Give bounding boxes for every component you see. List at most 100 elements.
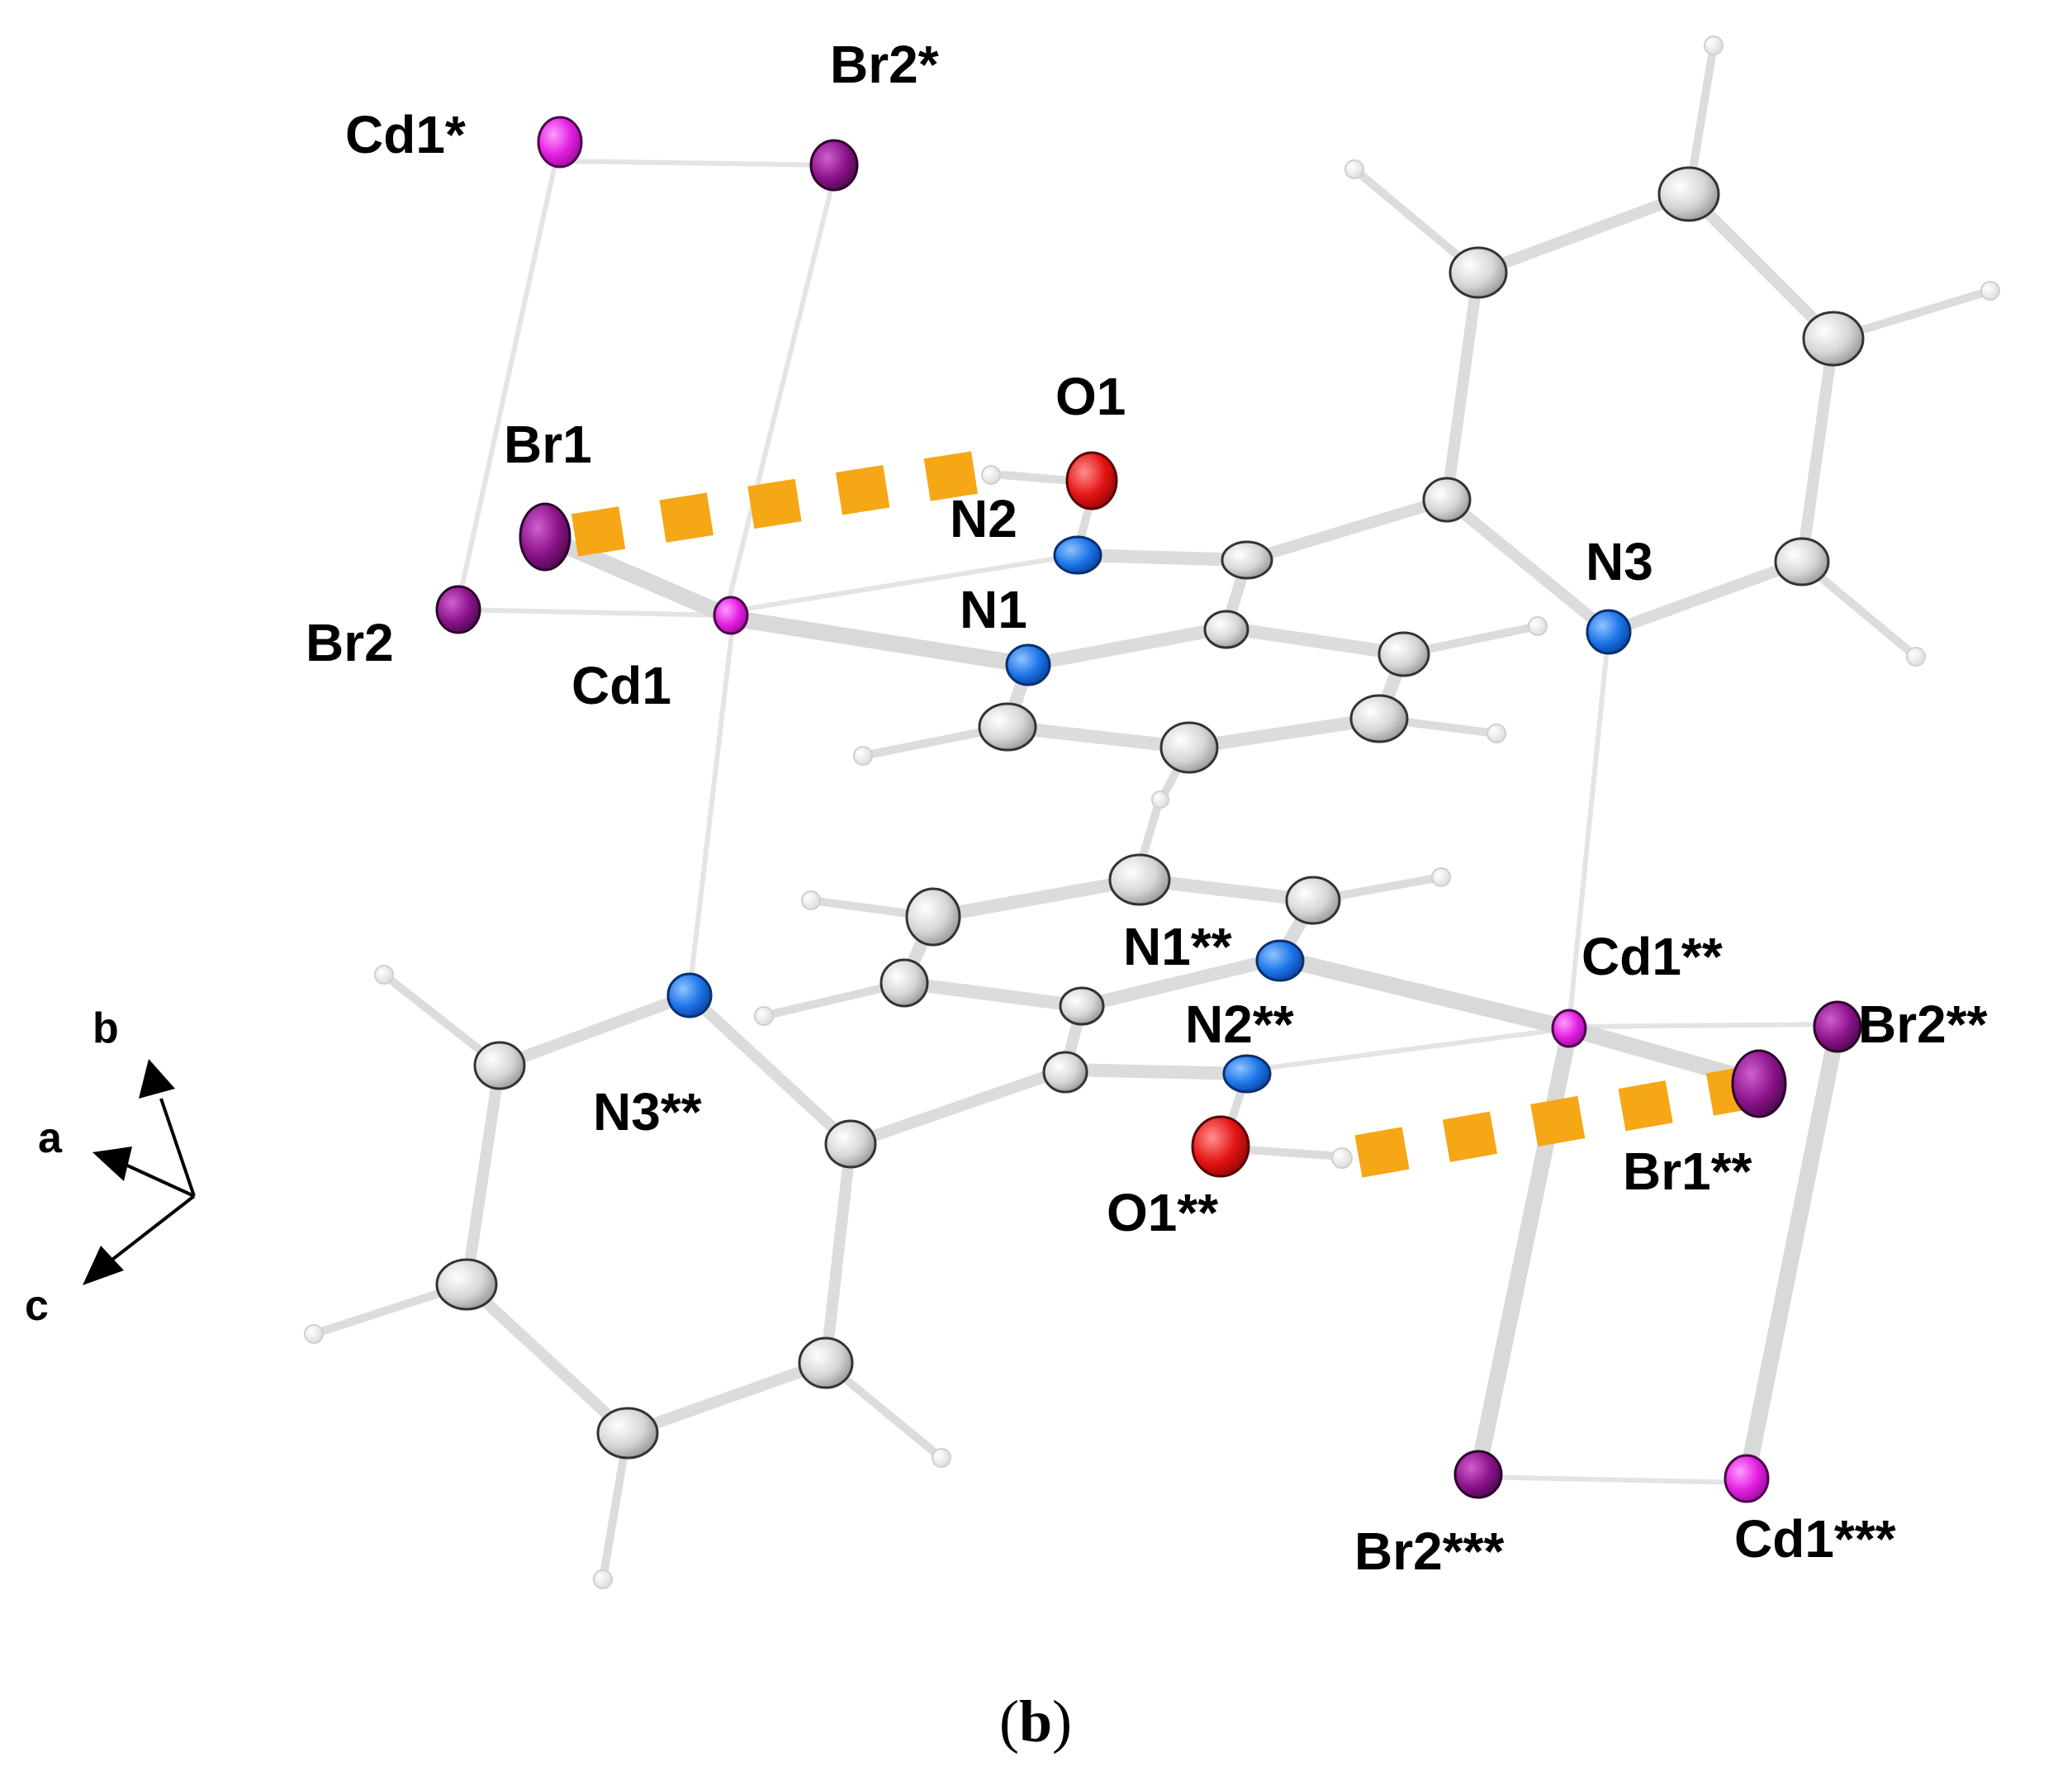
carbon-atom bbox=[435, 1258, 498, 1311]
label-n1-2star: N1** bbox=[1123, 917, 1232, 976]
hydrogen-atom bbox=[374, 965, 394, 985]
atoms bbox=[304, 36, 2000, 1589]
axis-a-line bbox=[125, 1163, 195, 1198]
label-br1-2star: Br1** bbox=[1623, 1142, 1752, 1201]
axis-c-arrow-icon bbox=[83, 1246, 124, 1285]
atom-labels: Cd1* Br2* O1 Br1 N2 N3 N1 Br2 Cd1 N1** C… bbox=[306, 35, 1988, 1581]
bond-br2star-cd1 bbox=[723, 174, 837, 618]
cadmium-atom-cd1 bbox=[713, 596, 749, 635]
nitrogen-atoms bbox=[666, 535, 1632, 1094]
axis-label-b: b bbox=[92, 1004, 119, 1052]
cadmium-atoms bbox=[537, 116, 1770, 1503]
bond-c-c7 bbox=[1796, 333, 1839, 567]
carbon-atom bbox=[1774, 537, 1830, 586]
carbon-atom bbox=[1042, 1051, 1088, 1094]
bond-lc-c8 bbox=[461, 1060, 505, 1290]
hydrogen-atom bbox=[932, 1448, 951, 1468]
hydrogen-atom bbox=[1906, 647, 1926, 667]
bond-lc-c5 bbox=[898, 976, 1088, 1013]
axis-triad: b a c bbox=[25, 1004, 196, 1330]
label-cd1-star: Cd1* bbox=[345, 105, 466, 164]
bond-c-c6 bbox=[1001, 720, 1196, 754]
caption-close-paren: ) bbox=[1052, 1688, 1072, 1754]
oxygen-atom-o1-2star bbox=[1191, 1115, 1250, 1178]
label-o1: O1 bbox=[1055, 367, 1126, 426]
cadmium-atom-cd1-star bbox=[537, 116, 583, 169]
label-n3-2star: N3** bbox=[593, 1082, 702, 1142]
label-n3: N3 bbox=[1586, 532, 1653, 591]
bond-n2-c bbox=[1071, 548, 1254, 567]
axis-c-line bbox=[107, 1194, 196, 1264]
carbon-atom bbox=[880, 958, 929, 1008]
cd-thick-bonds bbox=[537, 529, 1846, 1487]
label-br2-2star: Br2** bbox=[1858, 995, 1988, 1054]
label-o1-2star: O1** bbox=[1107, 1183, 1218, 1242]
bond-lc-n2 bbox=[1059, 1063, 1254, 1080]
axis-b-line bbox=[159, 1098, 196, 1197]
hydrogen-atom bbox=[1528, 616, 1548, 636]
hydrogen-atom bbox=[304, 1324, 324, 1344]
axis-a-arrow-icon bbox=[92, 1146, 132, 1181]
bond-cd1star-br2star bbox=[559, 159, 839, 168]
carbon-atom bbox=[1449, 246, 1508, 299]
bromine-atoms bbox=[435, 139, 1862, 1499]
bond-cd1-n1 bbox=[723, 610, 1036, 673]
label-br2-star: Br2* bbox=[830, 35, 939, 94]
hydrogen-bonds bbox=[549, 451, 1747, 1178]
bond-cd1star2-br2star2 bbox=[1571, 1022, 1840, 1029]
hydrogen-atom bbox=[853, 746, 873, 766]
bromine-atom-br2-2star bbox=[1813, 1000, 1862, 1053]
axis-label-a: a bbox=[38, 1114, 63, 1162]
bond-n3star-c2 bbox=[494, 990, 695, 1071]
oxygen-atom-o1 bbox=[1065, 451, 1118, 510]
bond-c-c bbox=[1241, 494, 1453, 566]
carbon-atom bbox=[798, 1336, 854, 1389]
hydrogen-atom bbox=[981, 465, 1001, 485]
bond-c-c3 bbox=[1220, 621, 1411, 661]
bond-cd1-n2 bbox=[728, 553, 1080, 614]
bond-c-c10 bbox=[1441, 267, 1484, 506]
hbond-br1-o1 bbox=[549, 451, 979, 560]
bond-c-n3 bbox=[1441, 494, 1614, 638]
bond-lc-n1 bbox=[1075, 952, 1287, 1013]
hydrogen-atom bbox=[801, 890, 821, 910]
hydrogen-atom bbox=[1151, 790, 1169, 809]
carbon-atom bbox=[1159, 721, 1219, 774]
label-cd1: Cd1 bbox=[571, 656, 671, 715]
bromine-atom-br2-3star bbox=[1453, 1450, 1503, 1499]
bond-lc-c11 bbox=[820, 1138, 856, 1369]
bond-cd1-br1 bbox=[537, 529, 735, 624]
bromine-atom-br2-star bbox=[809, 139, 859, 192]
carbon-atom bbox=[1108, 853, 1171, 906]
label-br2-3star: Br2*** bbox=[1354, 1522, 1505, 1581]
carbon-atom bbox=[1422, 477, 1472, 523]
cadmium-atom-cd1-3star bbox=[1724, 1454, 1770, 1503]
bromine-atom-br1-2star bbox=[1731, 1049, 1787, 1118]
bond-br2-cd1 bbox=[456, 607, 731, 618]
carbon-atoms bbox=[435, 166, 1865, 1460]
cd-br-bonds bbox=[456, 140, 1840, 1485]
label-br2: Br2 bbox=[306, 613, 394, 672]
label-cd1-2star: Cd1** bbox=[1581, 927, 1723, 986]
bond-n3star-c bbox=[684, 990, 856, 1150]
panel-caption: (b) bbox=[999, 1688, 1072, 1754]
carbon-atom bbox=[978, 702, 1037, 752]
carbon-atom bbox=[1203, 610, 1249, 649]
hydrogen-atoms bbox=[304, 36, 2000, 1589]
hydrogen-atom bbox=[1331, 1147, 1353, 1169]
bond-c-c9 bbox=[1472, 188, 1695, 278]
nitrogen-atom-n2 bbox=[1053, 535, 1102, 575]
bond-n3-cd1star2 bbox=[1567, 629, 1611, 1027]
carbon-atom bbox=[1802, 311, 1865, 367]
bond-cd1-n3star bbox=[687, 617, 736, 994]
hbond-o1star2-br1star2 bbox=[1354, 1067, 1747, 1178]
carbon-atom bbox=[1377, 631, 1430, 677]
nitrogen-atom-n3 bbox=[1586, 609, 1632, 655]
bond-cd1star-br2 bbox=[456, 140, 562, 605]
hydrogen-atom bbox=[1980, 281, 2000, 301]
bond-lc-c7 bbox=[845, 1064, 1071, 1150]
hydrogen-atom bbox=[593, 1569, 613, 1589]
lower-ligand-bonds bbox=[310, 793, 1445, 1583]
bond-n1star2-cd1star2 bbox=[1272, 950, 1577, 1037]
